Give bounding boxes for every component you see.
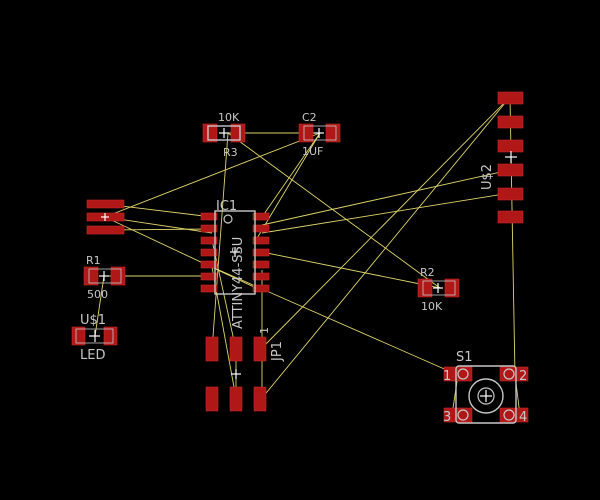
r2-name: R2 [420,266,435,279]
ic1-pad[interactable] [252,260,270,269]
us2-name: U$2 [480,164,495,190]
r2-pad-1[interactable] [417,278,433,298]
jp1-pad-5[interactable] [229,386,243,412]
ic1-value: ATTINY44-SSU [231,237,246,329]
us1-pad-1[interactable] [71,326,86,346]
jp1-pin1-mark: 1 [258,327,271,334]
part-us2[interactable]: U$2 [480,91,524,224]
jp1-pad-2[interactable] [229,336,243,362]
r2-value: 10K [421,300,443,313]
ic1-pad[interactable] [200,224,218,233]
ic1-pad[interactable] [200,260,218,269]
r2-outline [422,280,456,296]
header-left-pad-1[interactable] [86,199,125,209]
us2-pad-5[interactable] [497,187,524,201]
ic1-name: IC1 [216,199,237,214]
ic1-pad[interactable] [200,236,218,245]
jp1-pad-3[interactable] [253,336,267,362]
s1-name: S1 [456,350,473,365]
ic1-pad[interactable] [252,212,270,221]
ic1-outline [214,210,256,295]
c2-pad-2[interactable] [325,123,341,143]
us1-outline [75,328,114,344]
r3-value: 10K [218,111,240,124]
part-us1[interactable]: U$1 LED [71,313,118,363]
us1-value: LED [80,348,105,363]
part-s1[interactable]: S1 1 2 3 4 [443,350,529,425]
s1-pin-label-4: 4 [519,410,527,425]
r3-outline [207,125,241,141]
jp1-pad-4[interactable] [205,386,219,412]
jp1-pad-1[interactable] [205,336,219,362]
us2-pad-1[interactable] [497,91,524,105]
r2-pad-2[interactable] [444,278,460,298]
ic1-pad[interactable] [252,272,270,281]
s1-pin-label-2: 2 [519,369,527,384]
ic1-pad[interactable] [200,272,218,281]
ic1-pin1-marker [223,214,233,224]
c2-outline [303,125,337,141]
ic1-pad[interactable] [200,248,218,257]
r1-outline [88,268,122,284]
us2-pad-4[interactable] [497,163,524,177]
us2-pad-2[interactable] [497,115,524,129]
ic1-pad[interactable] [252,284,270,293]
ic1-pad[interactable] [200,212,218,221]
header-left-pad-3[interactable] [86,225,125,235]
us1-name: U$1 [80,313,106,328]
r1-pad-2[interactable] [110,266,126,286]
part-jp1[interactable]: JP1 1 [205,327,285,412]
part-r2[interactable]: R2 10K [417,266,460,313]
r3-name: R3 [223,146,238,159]
part-r1[interactable]: R1 500 [83,254,126,301]
part-r3[interactable]: 10K R3 [202,111,246,159]
r3-pad-1[interactable] [202,123,218,143]
ic1-pads-left [200,212,218,293]
ic1-pads-right [252,212,270,293]
r1-value: 500 [87,288,108,301]
c2-pad-1[interactable] [298,123,314,143]
us2-pad-3[interactable] [497,139,524,153]
part-ic1[interactable]: IC1 ATTINY44-SSU [200,199,270,329]
us2-pad-6[interactable] [497,210,524,224]
ic1-pad[interactable] [200,284,218,293]
r1-name: R1 [86,254,101,267]
ic1-pad[interactable] [252,248,270,257]
ic1-pad[interactable] [252,236,270,245]
jp1-name: JP1 [270,341,285,362]
s1-outline [455,365,517,424]
s1-pin-label-3: 3 [443,410,451,425]
part-c2[interactable]: C2 1UF [298,111,341,158]
c2-value: 1UF [302,145,323,158]
ic1-pad[interactable] [252,224,270,233]
jp1-pad-6[interactable] [253,386,267,412]
s1-pin-label-1: 1 [443,369,451,384]
c2-name: C2 [302,111,317,124]
s1-actuator [468,378,504,414]
r3-pad-2[interactable] [230,123,246,143]
r1-pad-1[interactable] [83,266,99,286]
us1-pad-2[interactable] [103,326,118,346]
part-header-left[interactable] [86,199,125,235]
